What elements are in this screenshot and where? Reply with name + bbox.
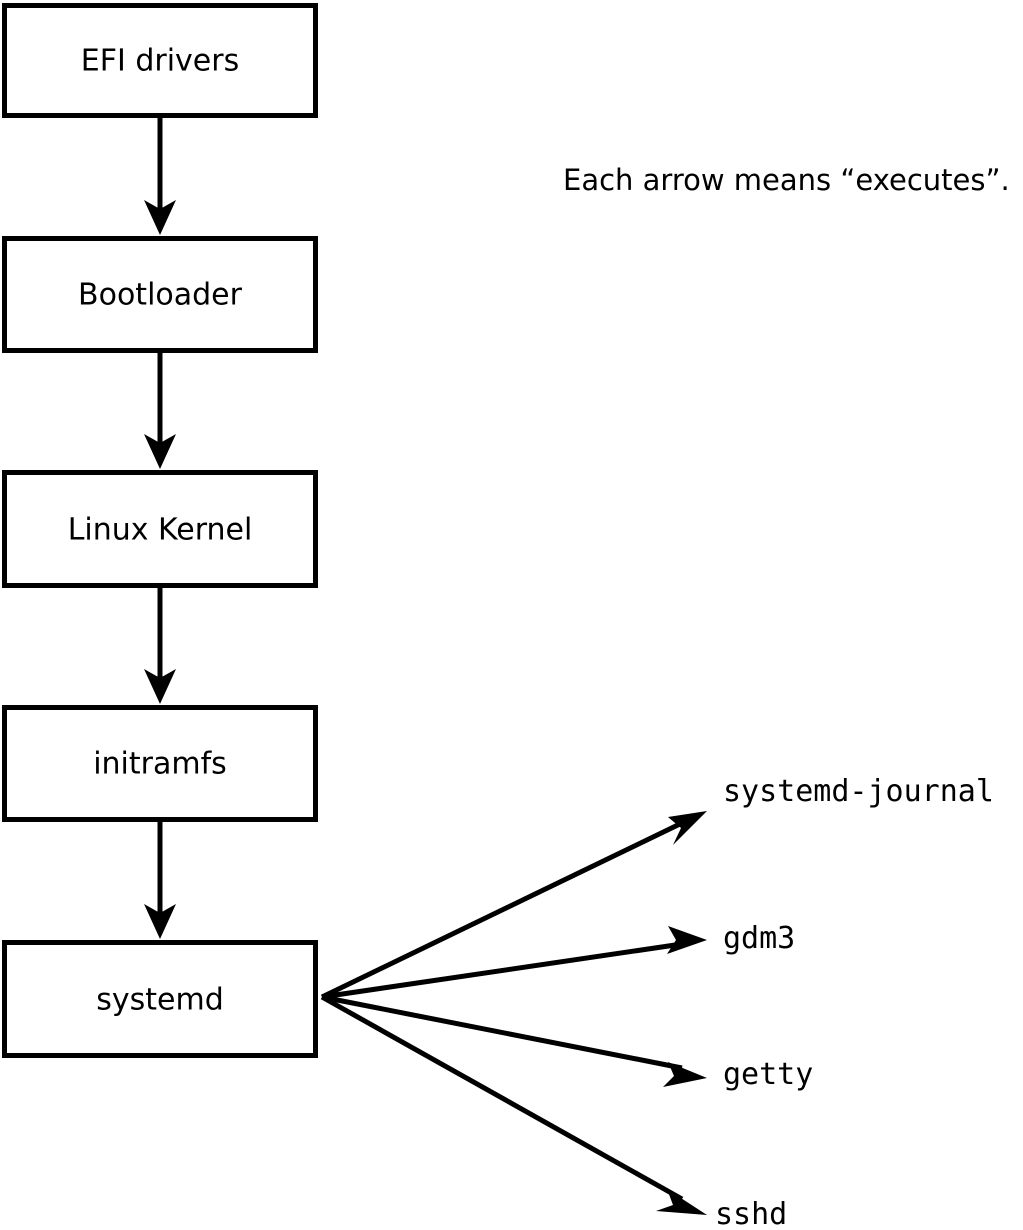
stage-box-systemd[interactable]: systemd <box>2 940 318 1058</box>
stage-box-efi-drivers[interactable]: EFI drivers <box>2 3 318 118</box>
fan-arrow-shaft <box>320 994 684 1202</box>
service-label-sshd: sshd <box>715 1197 787 1230</box>
stage-box-initramfs[interactable]: initramfs <box>2 705 318 822</box>
fan-arrow-shaft <box>321 941 683 1000</box>
flow-arrow-bootloader-to-kernel <box>144 353 176 469</box>
arrow-head-icon <box>667 926 707 954</box>
service-label-getty: getty <box>723 1057 813 1092</box>
stage-box-rect <box>2 470 318 588</box>
service-label-systemd-journal: systemd-journal <box>723 774 994 809</box>
arrow-head-icon <box>144 904 176 939</box>
stage-box-label: Bootloader <box>78 278 243 313</box>
flow-arrow-kernel-to-initramfs <box>144 588 176 704</box>
arrow-head-icon <box>144 669 176 704</box>
arrow-head-icon <box>656 1189 707 1215</box>
arrow-head-icon <box>144 434 176 469</box>
fan-arrow-shaft <box>321 994 683 1071</box>
stage-box-label: initramfs <box>93 747 227 782</box>
fan-arrow-shaft <box>320 820 684 1000</box>
flow-arrow-initramfs-to-systemd <box>144 822 176 939</box>
stage-box-rect <box>2 236 318 353</box>
service-label-gdm3: gdm3 <box>723 921 795 956</box>
arrow-head-icon <box>144 200 176 235</box>
stage-box-bootloader[interactable]: Bootloader <box>2 236 318 353</box>
stage-box-label: Linux Kernel <box>68 513 253 548</box>
stage-box-label: EFI drivers <box>81 44 239 79</box>
fan-arrow-sshd <box>320 994 707 1215</box>
flow-arrow-efi-to-bootloader <box>144 118 176 235</box>
diagram-caption: Each arrow means “executes”. <box>563 163 1010 197</box>
arrow-head-icon <box>663 1062 707 1087</box>
fan-arrow-getty <box>321 994 707 1087</box>
stage-box-rect <box>2 940 318 1058</box>
arrow-head-icon <box>668 811 707 845</box>
stage-box-rect <box>2 705 318 822</box>
stage-box-linux-kernel[interactable]: Linux Kernel <box>2 470 318 588</box>
stage-box-label: systemd <box>96 983 224 1018</box>
fan-arrow-systemd-journal <box>320 811 707 1000</box>
stage-box-rect <box>2 3 318 118</box>
fan-arrow-gdm3 <box>321 926 707 1000</box>
